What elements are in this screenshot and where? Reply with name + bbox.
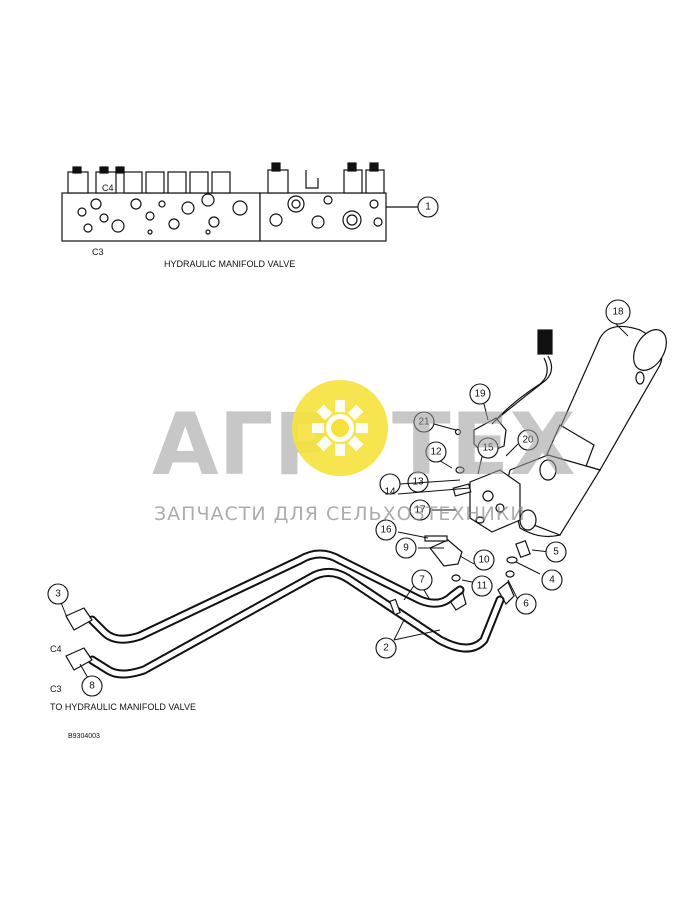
callout-17: 17 xyxy=(414,505,426,516)
to-manifold-label: TO HYDRAULIC MANIFOLD VALVE xyxy=(50,702,196,712)
callout-12: 12 xyxy=(430,447,442,458)
callout-15: 15 xyxy=(482,443,494,454)
callout-16: 16 xyxy=(380,525,392,536)
callout-20: 20 xyxy=(522,435,534,446)
callout-6: 6 xyxy=(523,599,529,610)
watermark-tagline: ЗАПЧАСТИ ДЛЯ СЕЛЬХОЗТЕХНИКИ xyxy=(154,503,526,525)
fittings xyxy=(424,428,531,611)
hydraulic-hoses xyxy=(65,549,505,679)
callout-1: 1 xyxy=(425,202,431,213)
callout-numbers: 1 2 3 4 5 6 7 8 9 10 11 12 13 14 15 16 1… xyxy=(55,202,624,692)
manifold-valve-drawing xyxy=(61,162,418,242)
figure-code: B9304003 xyxy=(68,733,100,740)
callout-2: 2 xyxy=(383,643,389,654)
callout-5: 5 xyxy=(553,547,559,558)
watermark: АГР ТЕХ ЗАПЧАСТИ ДЛЯ СЕЛЬХОЗТЕХНИКИ xyxy=(152,380,576,525)
watermark-brand-right: ТЕХ xyxy=(392,395,576,495)
callout-14: 14 xyxy=(384,487,396,498)
callout-4: 4 xyxy=(549,575,555,586)
callout-13: 13 xyxy=(412,477,424,488)
lower-port-c3: C3 xyxy=(50,684,62,694)
manifold-title: HYDRAULIC MANIFOLD VALVE xyxy=(164,259,295,269)
cylinder-drawing xyxy=(469,325,667,538)
callout-10: 10 xyxy=(478,555,490,566)
manifold-port-c4: C4 xyxy=(102,183,114,193)
callout-19: 19 xyxy=(474,389,486,400)
callout-8: 8 xyxy=(89,681,95,692)
callout-21: 21 xyxy=(418,417,430,428)
callout-3: 3 xyxy=(55,589,61,600)
callout-18: 18 xyxy=(612,307,624,318)
callouts xyxy=(47,196,631,697)
callout-9: 9 xyxy=(403,543,409,554)
manifold-port-c3: C3 xyxy=(92,247,104,257)
callout-11: 11 xyxy=(477,581,488,592)
lower-port-c4: C4 xyxy=(50,644,62,654)
callout-13-ring xyxy=(407,471,429,493)
gear-icon xyxy=(292,380,388,476)
callout-7: 7 xyxy=(419,575,425,586)
